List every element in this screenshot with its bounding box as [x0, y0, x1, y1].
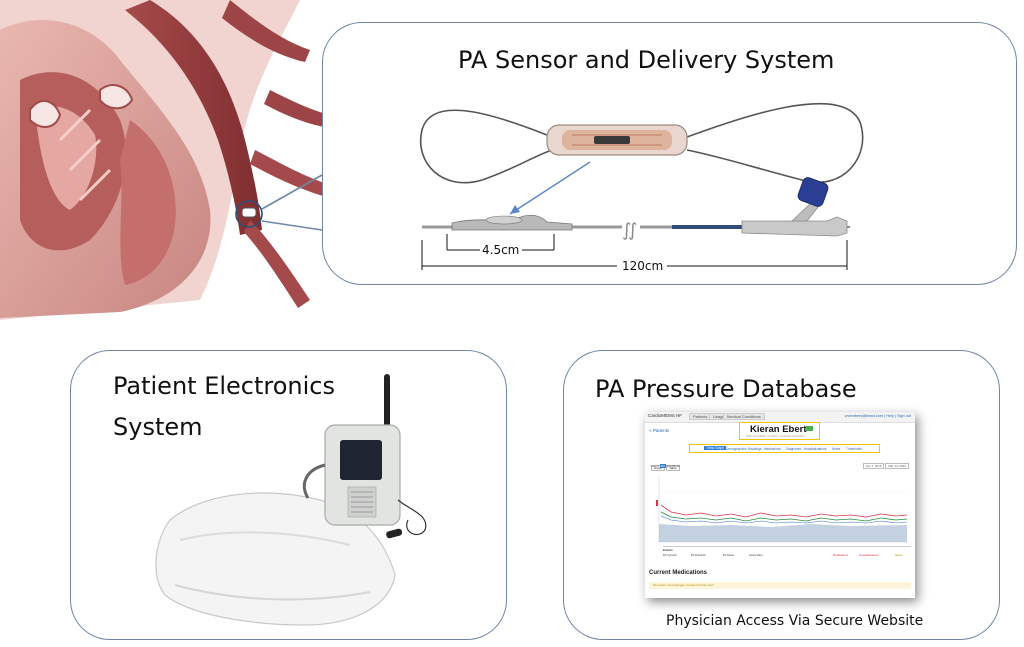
tab-medications[interactable]: Medications — [764, 446, 782, 451]
tab-hospitalizations[interactable]: Hospitalizations — [804, 446, 827, 451]
patient-electronics-illustration — [155, 374, 427, 626]
zoom-3m[interactable]: 3M — [666, 464, 671, 468]
legend-pa-diastolic: PA Diastolic — [691, 553, 706, 557]
tab-readings[interactable]: Readings — [748, 446, 762, 451]
tab-thresholds[interactable]: Thresholds — [846, 446, 862, 451]
date-to-input[interactable]: Mar 14, 2013 — [885, 463, 909, 469]
zoom-6m[interactable]: 6M — [671, 464, 676, 468]
current-medications-heading: Current Medications — [649, 570, 708, 576]
svg-text:∫: ∫ — [622, 220, 631, 241]
sensor-wire-loop-left — [419, 109, 553, 184]
legend-title: Events — [663, 548, 673, 552]
legend-pa-mean: PA Mean — [723, 553, 735, 557]
electronics-title-line2: System — [113, 413, 203, 441]
tab-diagnoses[interactable]: Diagnoses — [786, 446, 802, 451]
antenna-icon — [384, 374, 390, 432]
tab-demographics[interactable]: Demographics — [726, 446, 747, 451]
site-brand: CardioMEMS HF — [648, 413, 683, 418]
legend-notes: Notes — [895, 553, 903, 557]
view-graph-button[interactable]: Graph — [651, 465, 666, 471]
heart-anatomy-illustration — [0, 0, 330, 320]
patient-name: Kieran Ebert — [750, 424, 807, 435]
zoom-all[interactable]: All — [676, 464, 680, 468]
svg-text:∫: ∫ — [628, 220, 637, 241]
zoom-1m[interactable]: 1M — [659, 464, 666, 468]
tab-trend-graph[interactable]: Trend Graph — [704, 446, 726, 450]
legend-medications: Medications — [833, 553, 848, 557]
patient-id-badge — [806, 426, 813, 431]
patient-tabs-highlight: Trend Graph Demographics Readings Medica… — [689, 444, 880, 453]
sensor-wire-loop-right — [686, 102, 864, 184]
site-user-links[interactable]: cmembers@heart.com | Help | Sign out — [844, 413, 911, 418]
patient-name-highlight: Kieran Ebert DOB: 12/14/1948 · ID 00479 … — [739, 422, 820, 440]
view-table-button[interactable]: Table — [666, 465, 680, 471]
catheter-length-label: 120cm — [622, 259, 663, 273]
patient-details: DOB: 12/14/1948 · ID 00479 · Implanted: … — [746, 435, 805, 438]
zoom-range: Zoom 1M 3M 6M All — [651, 464, 680, 468]
medications-note-text: No recent med changes. Create the first … — [653, 583, 714, 587]
site-tab-conditions[interactable]: Medical Conditions — [723, 413, 765, 420]
sensor-length-label: 4.5cm — [482, 243, 519, 257]
sensor-diagram: ∫ ∫ 4.5cm 120cm — [419, 102, 864, 273]
database-title: PA Pressure Database — [595, 375, 857, 403]
sensor-panel-title: PA Sensor and Delivery System — [458, 46, 835, 74]
legend-heart-rate: Heart Rate — [749, 553, 763, 557]
database-caption: Physician Access Via Secure Website — [666, 613, 924, 629]
medications-note: No recent med changes. Create the first … — [649, 582, 911, 589]
date-from-input[interactable]: Jan 7, 2013 — [862, 463, 885, 469]
legend-hospitalizations: Hospitalizations — [859, 553, 879, 557]
back-to-patients-link[interactable]: < Patients — [649, 428, 670, 433]
tab-notes[interactable]: Notes — [832, 446, 841, 451]
pressure-trend-chart — [656, 476, 908, 543]
pillow-icon — [155, 492, 396, 626]
legend-pa-systolic: PA Systolic — [663, 553, 677, 557]
zoom-label: Zoom — [651, 464, 659, 468]
chart-legend: Events PA Systolic PA Diastolic PA Mean … — [663, 546, 911, 559]
date-range: Jan 7, 2013 Mar 14, 2013 — [862, 463, 909, 469]
website-screenshot: CardioMEMS HF Patients Usage Medical Con… — [645, 412, 915, 598]
electronics-title-line1: Patient Electronics — [113, 372, 335, 400]
